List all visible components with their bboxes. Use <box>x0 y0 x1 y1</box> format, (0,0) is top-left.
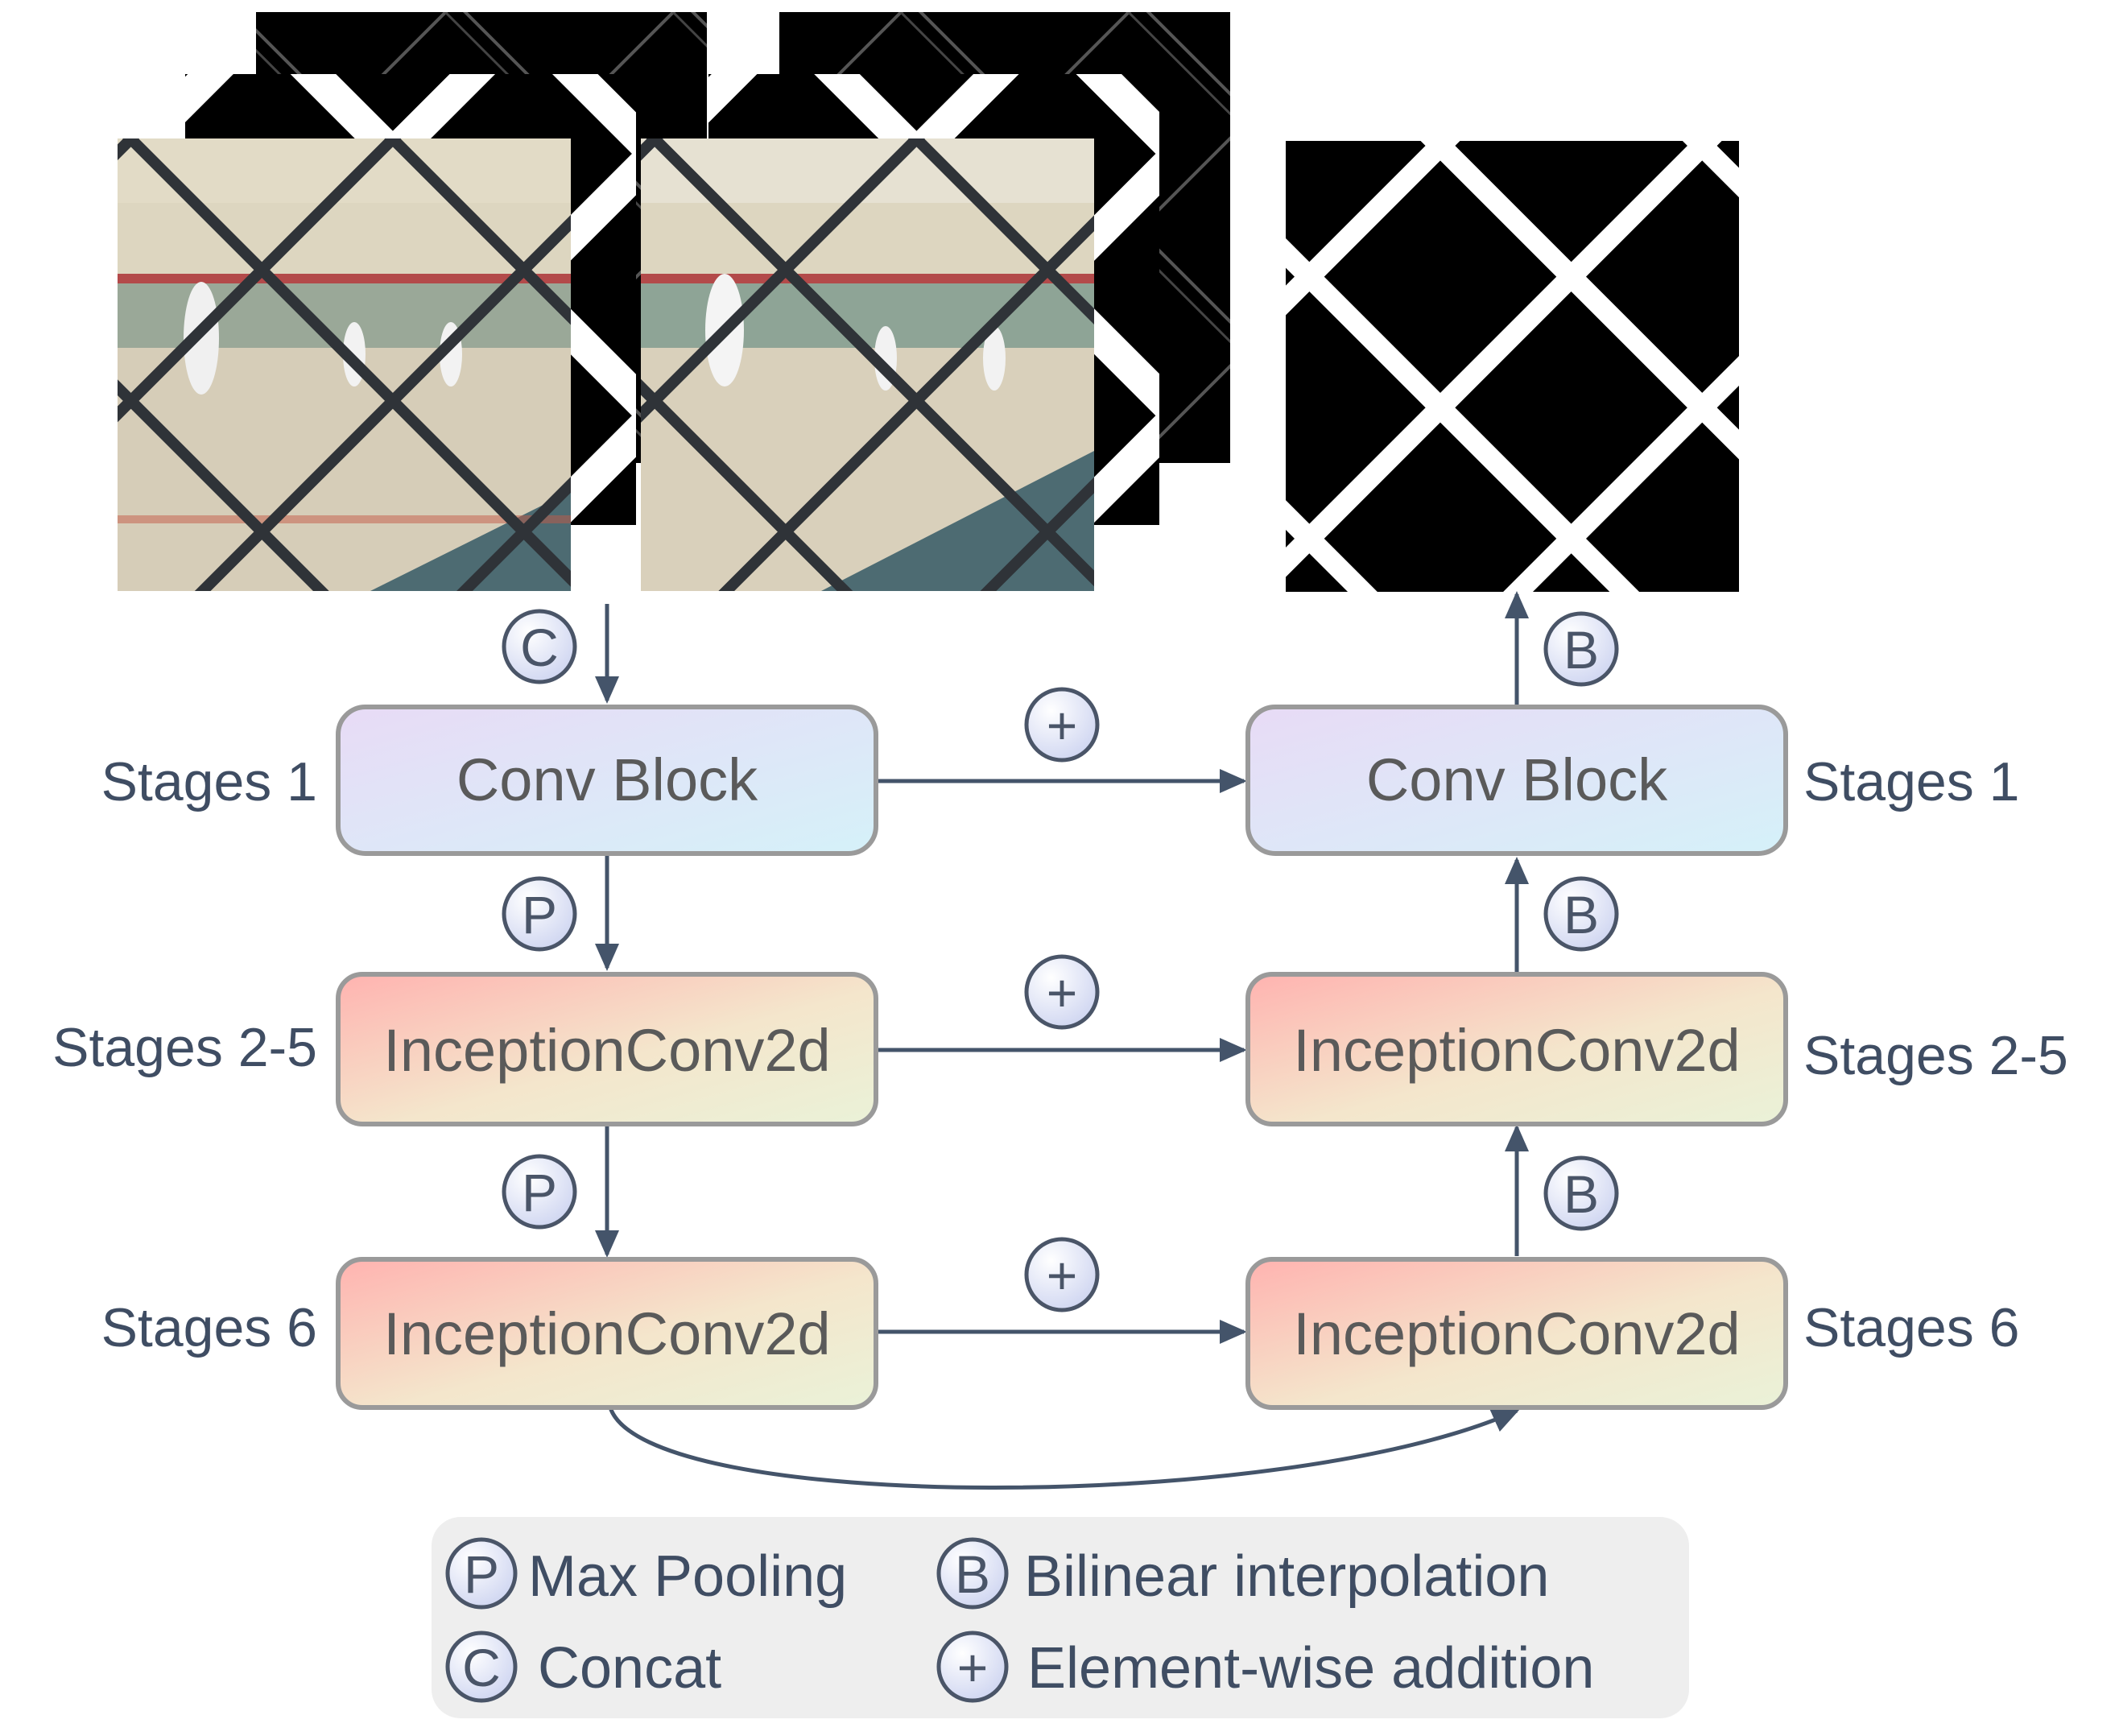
svg-text:+: + <box>957 1638 989 1697</box>
concat-symbol: C <box>502 609 577 684</box>
encoder-stage-3: InceptionConv2d <box>336 1257 878 1410</box>
legend-item-bilinear: B Bilinear interpolation <box>936 1537 1549 1610</box>
maxpool-symbol-2: P <box>502 1154 577 1230</box>
addition-symbol-3: + <box>1024 1237 1100 1312</box>
svg-text:+: + <box>1047 1246 1078 1305</box>
svg-text:+: + <box>1047 963 1078 1023</box>
legend-item-addition: + Element-wise addition <box>936 1631 1594 1703</box>
legend-label-bilinear: Bilinear interpolation <box>1024 1544 1549 1609</box>
svg-text:C: C <box>520 618 559 677</box>
encoder-stage-1: Conv Block <box>336 705 878 856</box>
decoder-stage-2: InceptionConv2d <box>1245 972 1788 1126</box>
bottleneck-arrow <box>608 1407 1520 1490</box>
legend-background <box>432 1517 1689 1718</box>
decoder-stage-1: Conv Block <box>1245 705 1788 856</box>
svg-text:B: B <box>1563 1164 1599 1224</box>
svg-text:P: P <box>522 1163 557 1222</box>
decoder-block-3: InceptionConv2d <box>1293 1300 1740 1367</box>
addition-symbol-2: + <box>1024 954 1100 1030</box>
encoder-block-2: InceptionConv2d <box>383 1017 830 1084</box>
legend-label-maxpool: Max Pooling <box>528 1544 847 1609</box>
decoder-stage-label-2: Stages 2-5 <box>1803 1025 2068 1086</box>
svg-text:P: P <box>522 885 557 944</box>
output-mask <box>1286 141 1739 592</box>
scene-photo-left <box>118 138 571 591</box>
legend-label-addition: Element-wise addition <box>1027 1636 1594 1701</box>
svg-text:C: C <box>462 1638 501 1697</box>
svg-text:B: B <box>1563 620 1599 680</box>
legend-item-maxpool: P Max Pooling <box>445 1537 847 1610</box>
bilinear-symbol-out: B <box>1543 611 1619 687</box>
svg-text:B: B <box>1563 885 1599 944</box>
addition-symbol-1: + <box>1024 687 1100 763</box>
encoder-stage-label-1: Stages 1 <box>101 751 317 812</box>
input-image-stack-right <box>641 12 1230 591</box>
encoder-stage-label-3: Stages 6 <box>101 1297 317 1358</box>
svg-text:+: + <box>1047 696 1078 755</box>
encoder-stage-2: InceptionConv2d <box>336 972 878 1126</box>
svg-text:P: P <box>464 1544 499 1604</box>
bilinear-symbol-1: B <box>1543 876 1619 952</box>
legend-item-concat: C Concat <box>445 1631 721 1703</box>
legend: P Max Pooling B Bilinear interpolation C… <box>432 1517 1689 1718</box>
bilinear-symbol-2: B <box>1543 1155 1619 1231</box>
decoder-stage-label-1: Stages 1 <box>1803 751 2019 812</box>
input-image-stack-left <box>118 12 707 591</box>
arrows <box>595 591 1529 1490</box>
decoder-block-2: InceptionConv2d <box>1293 1017 1740 1084</box>
decoder-stage-label-3: Stages 6 <box>1803 1297 2019 1358</box>
encoder-stage-label-2: Stages 2-5 <box>52 1017 317 1078</box>
scene-photo-right <box>641 138 1094 591</box>
maxpool-symbol-1: P <box>502 876 577 952</box>
encoder-block-3: InceptionConv2d <box>383 1300 830 1367</box>
decoder-stage-3: InceptionConv2d <box>1245 1257 1788 1410</box>
legend-label-concat: Concat <box>538 1636 721 1701</box>
decoder-block-1: Conv Block <box>1366 746 1668 813</box>
encoder-block-1: Conv Block <box>456 746 758 813</box>
svg-text:B: B <box>955 1544 990 1604</box>
